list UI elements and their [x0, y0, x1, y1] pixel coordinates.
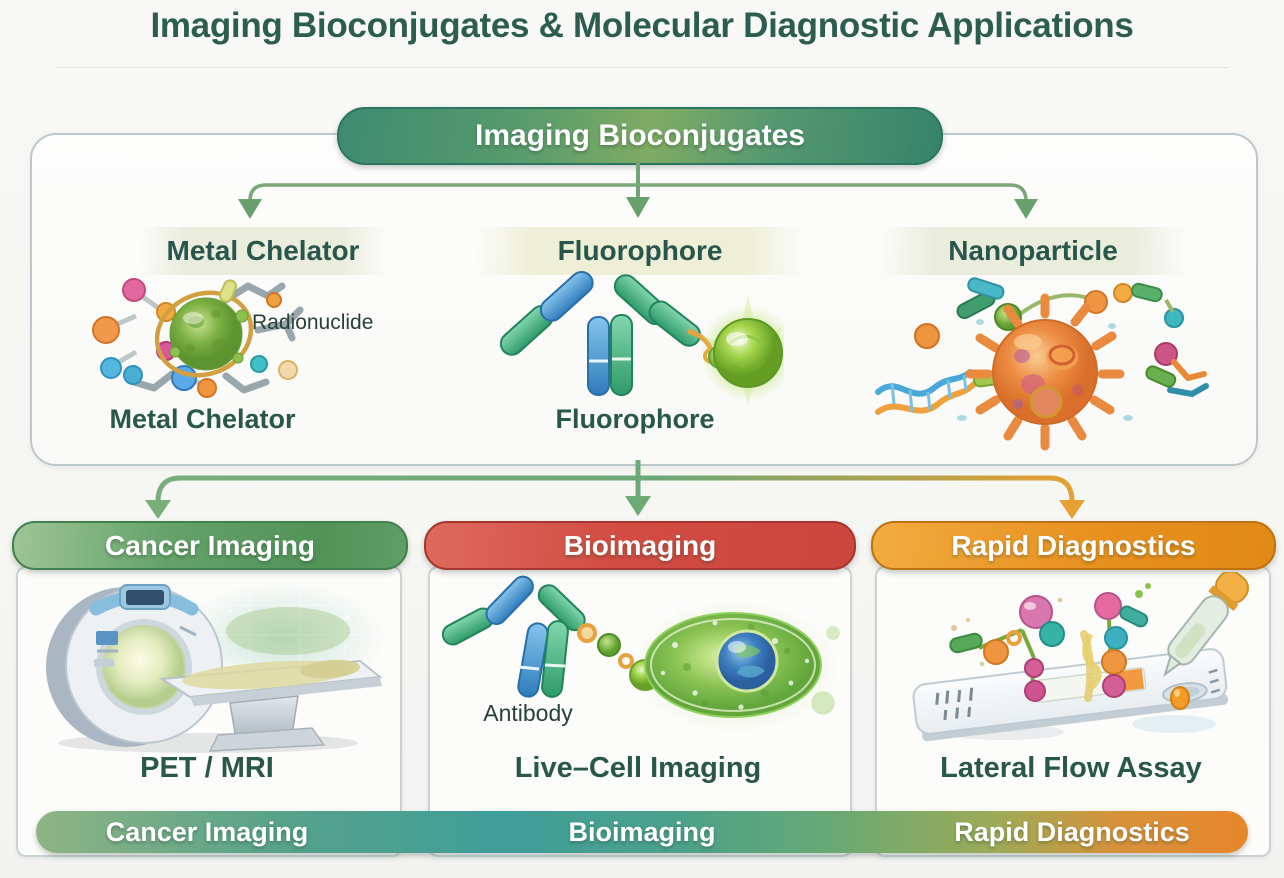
patient-glow-2 — [300, 659, 360, 679]
table-edge — [190, 677, 382, 706]
header-bioimaging: Bioimaging — [424, 521, 856, 570]
lateral-flow-illustration — [912, 572, 1249, 742]
arrow-down-icon — [1059, 500, 1085, 519]
component-heading-metal-chelator: Metal Chelator — [140, 227, 386, 275]
green-knob — [232, 352, 244, 364]
green-knob — [235, 309, 249, 323]
fluorophore-sphere — [713, 318, 783, 388]
sample-drop — [1170, 686, 1190, 710]
sphere-spots — [185, 310, 226, 352]
cassette-side-text — [1208, 668, 1221, 694]
orange-atom — [197, 378, 217, 398]
caption-lateral-flow-assay: Lateral Flow Assay — [940, 752, 1202, 784]
green-bead — [597, 633, 621, 657]
speckles — [951, 597, 1063, 667]
arrow-down-icon — [1014, 199, 1038, 219]
right-molecules — [1145, 342, 1209, 398]
splash — [1132, 715, 1216, 733]
applications-footer-bar — [36, 811, 1248, 853]
monitor-screen — [126, 590, 164, 605]
sphere-highlight — [183, 312, 203, 324]
drop-highlight — [1174, 689, 1180, 697]
callout-antibody: Antibody — [483, 700, 573, 726]
nanoparticle-illustration — [875, 277, 1209, 451]
linker-ring — [618, 653, 634, 669]
nucleus-highlight — [728, 641, 746, 653]
footer-item-bioimaging: Bioimaging — [568, 817, 716, 847]
caption-fluorophore: Fluorophore — [555, 404, 715, 434]
caption-live-cell-imaging: Live–Cell Imaging — [514, 752, 762, 784]
dropper-liquid — [1175, 623, 1206, 658]
root-node-imaging-bioconjugates: Imaging Bioconjugates — [337, 107, 943, 165]
arrow-down-icon — [145, 500, 171, 519]
footer-item-rapid-diagnostics: Rapid Diagnostics — [954, 817, 1190, 847]
green-knob — [169, 346, 181, 358]
page-title: Imaging Bioconjugates & Molecular Diagno… — [150, 6, 1134, 45]
header-rapid-diagnostics: Rapid Diagnostics — [871, 521, 1276, 570]
cassette-markings — [935, 687, 974, 721]
title-divider — [56, 67, 1228, 68]
droplet-specks — [957, 319, 1133, 421]
header-cancer-imaging: Cancer Imaging — [12, 521, 408, 570]
dna-strand — [875, 369, 977, 415]
branch-arrows-level-2 — [145, 460, 1085, 519]
hologram-body-scan — [226, 607, 350, 655]
arrow-down-icon — [626, 197, 650, 218]
gold-ring — [154, 290, 254, 378]
teal-atom — [250, 355, 268, 373]
orange-atom — [92, 316, 120, 344]
bubble — [811, 691, 835, 715]
dropper — [1163, 572, 1249, 677]
sphere-swirl — [731, 359, 766, 372]
pink-atom — [122, 278, 146, 302]
orange-bead-ring — [577, 623, 597, 643]
branch-arrows-level-1 — [238, 161, 1038, 219]
footer-item-cancer-imaging: Cancer Imaging — [105, 817, 309, 847]
sphere-highlight — [726, 332, 748, 346]
table-base — [208, 727, 326, 752]
antibody-y-shape — [441, 575, 586, 698]
conjugate-complex-a — [949, 595, 1065, 702]
dropper-band — [1208, 585, 1239, 612]
caption-pet-mri: PET / MRI — [140, 752, 274, 784]
metal-chelator-illustration — [92, 278, 304, 398]
orange-bead — [914, 323, 940, 349]
cell-rim — [650, 618, 816, 712]
bubble — [826, 626, 840, 640]
radionuclide-sphere — [169, 297, 243, 371]
arrow-down-icon — [238, 199, 262, 219]
cell-granules — [683, 623, 791, 706]
dropper-tip — [1163, 654, 1182, 677]
cell-nucleus — [715, 629, 779, 693]
live-cell-illustration — [441, 575, 840, 733]
pet-mri-scanner-illustration — [46, 582, 386, 753]
antibody-fluorophore-illustration — [499, 270, 784, 405]
bead-chain — [956, 277, 1184, 331]
orange-atom — [266, 292, 282, 308]
component-heading-fluorophore: Fluorophore — [475, 227, 805, 275]
antibody-y-shape — [499, 270, 701, 396]
cell-speckles — [660, 620, 810, 710]
blue-atom — [123, 365, 143, 385]
nanoparticle-texture — [1013, 334, 1084, 419]
callout-radionuclide: Radionuclide — [252, 311, 374, 334]
blue-atom — [100, 357, 122, 379]
cream-atom — [278, 360, 298, 380]
component-heading-nanoparticle: Nanoparticle — [880, 227, 1186, 275]
arrow-down-icon — [625, 496, 651, 516]
nucleus-patch — [737, 665, 765, 678]
yellow-cap — [218, 279, 238, 303]
conjugate-complex-b — [1082, 583, 1151, 698]
sparkle-icons — [667, 606, 815, 725]
caption-metal-chelator: Metal Chelator — [109, 404, 296, 434]
nanoparticle-spikes — [965, 293, 1125, 451]
gantry-label-marks — [94, 625, 197, 667]
